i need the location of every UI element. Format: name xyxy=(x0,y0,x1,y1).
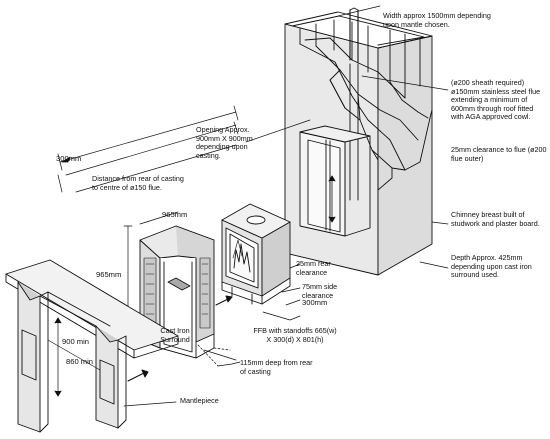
dim-300-stove: 300mm xyxy=(302,298,328,307)
mantlepiece xyxy=(5,259,179,433)
distance-dimension-lines xyxy=(57,105,239,193)
surround-label: Cast Iron Surround xyxy=(160,326,190,344)
mantle-label: Mantlepiece xyxy=(180,396,219,405)
width-note: Width approx 1500mm depending upon mantl… xyxy=(383,11,491,29)
leader-lines xyxy=(123,75,449,407)
dim-300-top: 300mm xyxy=(56,154,82,163)
opening-note: Opening Approx. 900mm X 900mm depending … xyxy=(196,125,253,160)
width-dimension xyxy=(337,5,381,17)
chimney-breast xyxy=(284,7,433,276)
side-clearance-label: 75mm side clearance xyxy=(302,282,338,300)
distance-note: Distance from rear of casting to centre … xyxy=(92,174,184,192)
chimney-note: Chimney breast built of studwork and pla… xyxy=(451,210,540,228)
clearance-flue-note: 25mm clearance to flue (ø200 flue outer) xyxy=(451,145,547,163)
sheath-note: (ø200 sheath required) ø150mm stainless … xyxy=(451,78,541,122)
ffb-note: FFB with standoffs 665(w) X 300(d) X 801… xyxy=(253,326,337,344)
stove xyxy=(221,203,291,305)
dim-965-width: 965mm xyxy=(162,210,188,219)
depth-note: Depth Approx. 425mm depending upon cast … xyxy=(451,253,532,280)
assembly-arrows xyxy=(127,295,233,382)
deep-note: 115mm deep from rear of casting xyxy=(240,358,313,376)
dim-860-min: 860 min xyxy=(66,357,94,366)
rear-clearance-label: 25mm rear clearance xyxy=(296,259,331,277)
stove-leaders xyxy=(262,263,301,321)
dim-965-height: 965mm xyxy=(96,270,122,279)
dim-900-min: 900 min xyxy=(62,337,90,346)
